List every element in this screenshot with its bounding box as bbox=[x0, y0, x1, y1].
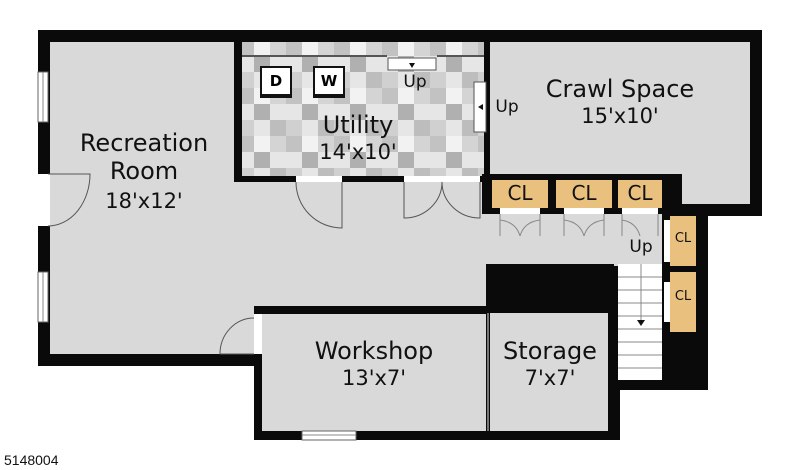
floors bbox=[50, 42, 750, 431]
closet-label: CL bbox=[674, 289, 692, 304]
listing-id: 5148004 bbox=[4, 452, 59, 468]
room-workshop: Workshop 13'x7' bbox=[274, 337, 474, 390]
doors bbox=[38, 173, 481, 355]
room-dimensions: 7'x7' bbox=[524, 365, 576, 390]
closet-label: CL bbox=[571, 181, 597, 205]
stairs-up-label: Up bbox=[403, 72, 427, 92]
room-name: Crawl Space bbox=[545, 75, 695, 103]
stairs-up-label: Up bbox=[495, 97, 519, 117]
room-crawl-space: Crawl Space 15'x10' bbox=[520, 75, 720, 128]
washer-icon: W bbox=[313, 66, 345, 98]
room-utility: Utility 14'x10' bbox=[278, 111, 438, 164]
room-recreation: Recreation Room 18'x12' bbox=[50, 129, 238, 214]
room-name: Storage bbox=[503, 337, 597, 365]
room-dimensions: 18'x12' bbox=[105, 189, 183, 214]
room-name: Room bbox=[109, 156, 179, 185]
closet-label: CL bbox=[674, 231, 692, 246]
closets bbox=[492, 180, 696, 332]
stairs bbox=[387, 57, 662, 369]
room-name: Recreation bbox=[79, 129, 209, 157]
stairs-up-label: Up bbox=[629, 237, 653, 257]
room-name: Workshop bbox=[314, 337, 434, 365]
dryer-icon: D bbox=[260, 66, 292, 98]
windows bbox=[37, 71, 357, 441]
room-dimensions: 15'x10' bbox=[581, 103, 659, 128]
closet-label: CL bbox=[507, 181, 533, 205]
room-storage: Storage 7'x7' bbox=[490, 337, 610, 390]
room-dimensions: 14'x10' bbox=[319, 139, 397, 164]
room-name: Utility bbox=[322, 111, 394, 139]
room-dimensions: 13'x7' bbox=[341, 365, 407, 390]
closet-label: CL bbox=[627, 181, 653, 205]
